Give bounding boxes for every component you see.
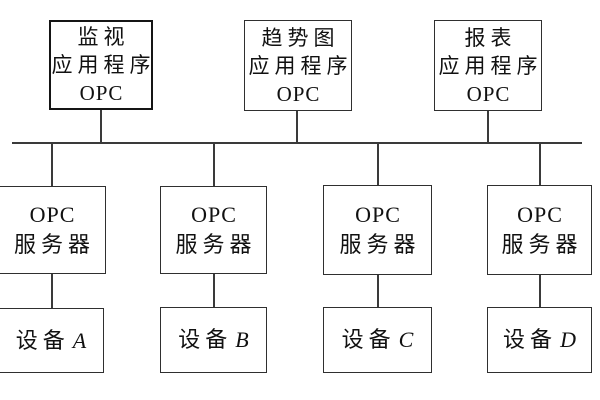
device-a-letter: A [72, 327, 87, 353]
server-box-2: OPC 服务器 [160, 186, 267, 274]
connector-bus-server-2 [213, 143, 215, 187]
app-report-line-2: 应用程序 [438, 53, 543, 78]
server-3-line-2: 服务器 [339, 232, 421, 257]
app-monitor-line-2: 应用程序 [51, 53, 156, 77]
server-box-1: OPC 服务器 [0, 186, 106, 274]
connector-bus-server-1 [51, 143, 53, 187]
app-trend-line-2: 应用程序 [248, 53, 353, 78]
server-4-line-2: 服务器 [501, 232, 583, 257]
app-report-line-3: OPC [466, 81, 511, 106]
connector-app-monitor [100, 109, 102, 143]
device-c-letter: C [398, 327, 414, 352]
server-2-line-1: OPC [191, 202, 237, 227]
app-trend-line-1: 趋势图 [261, 25, 340, 50]
app-box-monitor: 监视 应用程序 OPC [49, 20, 153, 110]
connector-app-trend [296, 110, 298, 143]
server-box-3: OPC 服务器 [323, 185, 432, 275]
connector-server-device-4 [539, 274, 541, 308]
connector-bus-server-4 [539, 143, 541, 186]
server-1-line-1: OPC [29, 202, 76, 227]
connector-server-device-1 [51, 273, 53, 309]
connector-bus-server-3 [377, 143, 379, 186]
app-monitor-line-1: 监视 [77, 25, 130, 49]
app-box-trend: 趋势图 应用程序 OPC [244, 20, 352, 111]
connector-server-device-3 [377, 274, 379, 308]
connector-server-device-2 [213, 273, 215, 308]
server-box-4: OPC 服务器 [487, 185, 592, 275]
app-trend-line-3: OPC [276, 81, 321, 106]
device-d-letter: D [560, 327, 576, 352]
app-box-report: 报表 应用程序 OPC [434, 20, 542, 111]
connector-app-report [487, 110, 489, 143]
server-2-line-2: 服务器 [175, 232, 257, 257]
server-4-line-1: OPC [517, 202, 563, 227]
app-monitor-line-3: OPC [79, 81, 124, 105]
server-1-line-2: 服务器 [13, 232, 95, 257]
device-b-letter: B [235, 327, 249, 352]
server-3-line-1: OPC [355, 202, 401, 227]
app-report-line-1: 报表 [464, 25, 517, 50]
